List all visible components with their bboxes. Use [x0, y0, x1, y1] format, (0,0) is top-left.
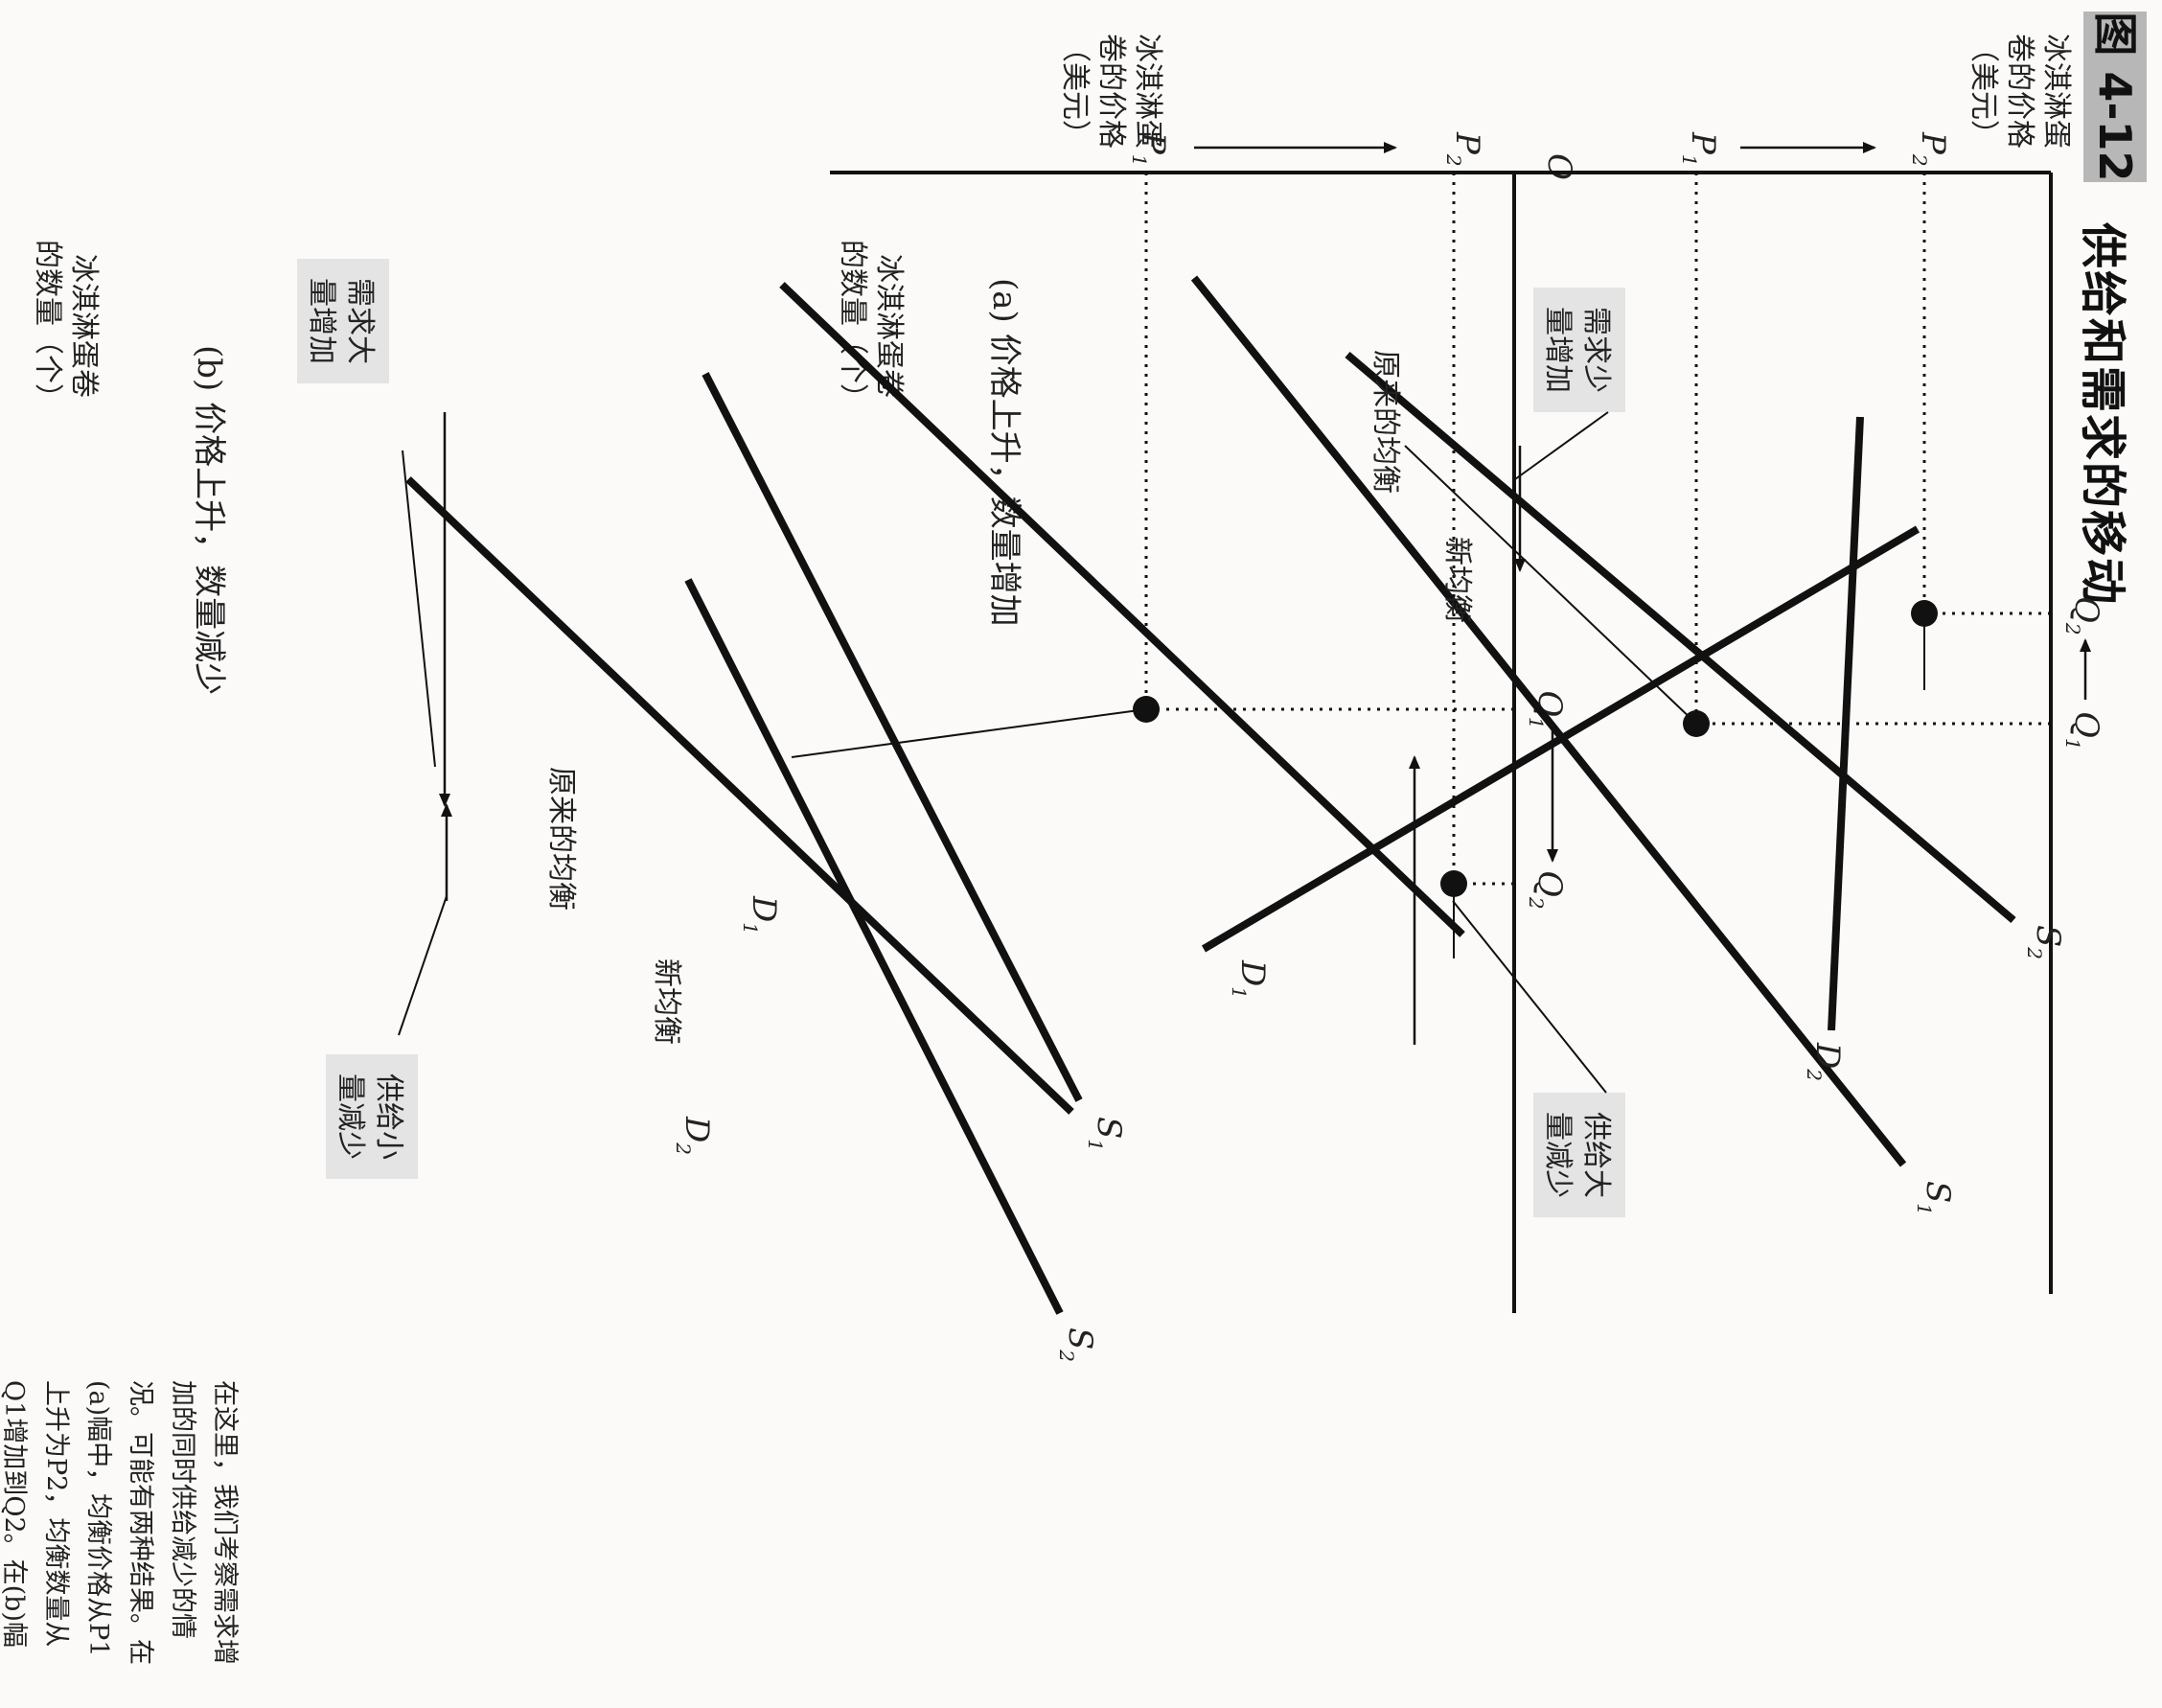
panel-a-demand-note-l1: 需求大 [343, 278, 377, 364]
panel-b-supply-note-l2: 量减少 [1541, 1112, 1575, 1198]
panel-b-supply-s1 [1190, 275, 1907, 1167]
panel-b: P1 P2 Q2 Q1 D1 S1 D2 S2 需求少 量增加 [1127, 131, 2105, 1294]
panel-b-demand-d1 [1201, 525, 1920, 953]
panel-a-old-eq-label: 原来的均衡 [544, 767, 578, 911]
panel-a: O P1 P2 Q1 Q2 D1 S1 D2 [297, 131, 1578, 1362]
panel-b-d2-label: D2 [1803, 1042, 1847, 1081]
panel-a-d2-label: D2 [672, 1116, 716, 1155]
panel-a-s1-label: S1 [1084, 1117, 1128, 1151]
panel-a-supply-note-leader [398, 895, 448, 1036]
panel-a-d1-label: D1 [739, 895, 783, 935]
panel-a-demand-d2 [405, 476, 1074, 1115]
panel-b-old-eq-leader [1404, 445, 1697, 725]
panel-b-s1-label: S1 [1913, 1181, 1957, 1215]
panel-b-new-eq-label: 新均衡 [1440, 537, 1474, 623]
panel-b-d1-label: D1 [1228, 959, 1272, 999]
panel-b-demand-note-l2: 量增加 [1541, 307, 1575, 393]
panel-a-old-eq-leader [791, 708, 1147, 758]
panel-a-p1-label: P1 [1128, 131, 1172, 167]
panel-a-origin: O [1540, 153, 1578, 180]
panel-b-p2-label: P2 [1908, 131, 1952, 167]
panel-b-supply-note-box [1533, 1093, 1625, 1217]
panel-b-supply-note-leader [1452, 900, 1607, 1094]
panel-a-q2-label: Q2 [1525, 870, 1569, 910]
panel-b-supply-note-l1: 供给大 [1579, 1112, 1613, 1198]
panel-b-demand-note-box [1533, 288, 1625, 412]
panel-a-supply-s2 [684, 578, 1064, 1315]
panel-a-s2-label: S2 [1055, 1327, 1099, 1362]
panel-b-old-eq-label: 原来的均衡 [1368, 350, 1402, 494]
panel-a-demand-note-leader [402, 450, 436, 768]
panel-a-supply-note-l1: 供给小 [372, 1073, 405, 1160]
panel-a-supply-s1 [702, 372, 1083, 1102]
panel-b-q2-label: Q2 [2061, 596, 2105, 635]
panel-b-supply-s2 [1345, 351, 2016, 924]
panel-a-demand-note-l2: 量增加 [305, 278, 338, 364]
panel-b-p1-label: P1 [1678, 131, 1722, 167]
panel-b-demand-d2 [1828, 416, 1864, 1031]
panel-b-q1-label: Q1 [2061, 711, 2105, 750]
panel-b-s2-label: S2 [2023, 925, 2067, 959]
panel-b-demand-note-leader [1514, 411, 1609, 480]
panel-b-demand-note-l1: 需求少 [1579, 307, 1613, 393]
panel-a-new-eq-label: 新均衡 [650, 958, 683, 1045]
panel-a-demand-d1 [779, 282, 1465, 937]
panel-a-supply-note-l2: 量减少 [334, 1073, 367, 1160]
panel-a-demand-note-box [297, 259, 389, 383]
panel-a-p2-label: P2 [1442, 131, 1486, 167]
panel-a-supply-note-box [326, 1054, 418, 1179]
